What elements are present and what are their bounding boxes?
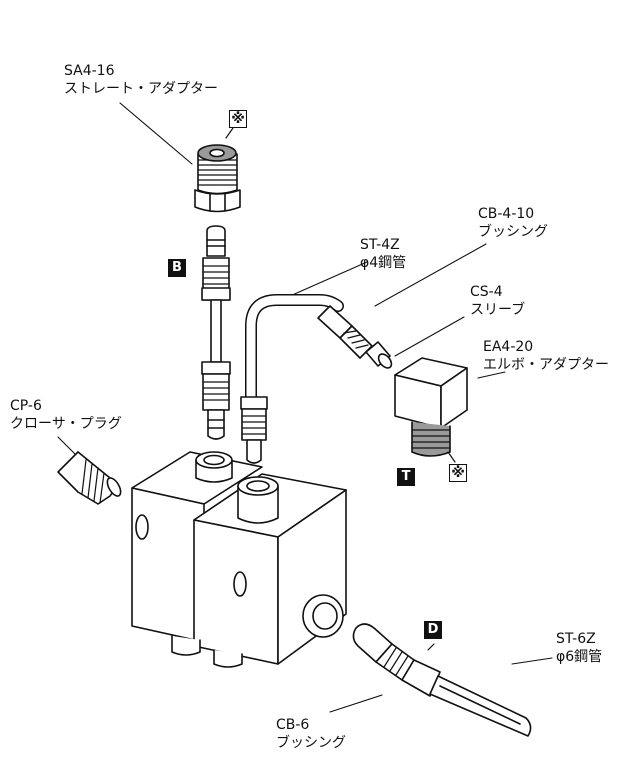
bent-tube-st-4z — [240, 294, 373, 464]
label-cb-6: CB-6 ブッシング — [276, 716, 346, 752]
label-cs-4: CS-4 スリーブ — [470, 283, 525, 319]
part-name: ブッシング — [478, 224, 548, 240]
marker-d-badge: D — [424, 621, 442, 639]
elbow-adapter-ea4-20 — [394, 357, 468, 457]
note-mark-top: ※ — [229, 110, 247, 128]
note-mark-elbow: ※ — [449, 464, 467, 482]
straight-adapter-sa4-16 — [194, 144, 241, 213]
part-code: SA4-16 — [64, 63, 115, 79]
vertical-tube-fitting — [201, 225, 231, 440]
part-name: クローサ・プラグ — [10, 416, 122, 432]
part-code: EA4-20 — [483, 339, 534, 355]
label-st-4z: ST-4Z φ4鋼管 — [360, 236, 406, 272]
sleeve-cs-4 — [365, 341, 393, 369]
part-name: ストレート・アダプター — [64, 81, 218, 97]
leader-lines — [57, 102, 553, 713]
label-cp-6: CP-6 クローサ・プラグ — [10, 397, 122, 433]
note-pointers — [225, 127, 456, 651]
part-code: ST-6Z — [556, 631, 596, 647]
manifold-block — [131, 451, 347, 668]
part-name: φ6鋼管 — [556, 649, 603, 665]
part-code: CS-4 — [470, 284, 503, 300]
closure-plug-cp-6 — [57, 451, 122, 505]
part-code: ST-4Z — [360, 237, 400, 253]
part-name: スリーブ — [470, 302, 526, 318]
marker-t-badge: T — [397, 468, 415, 486]
bushing-cb-6 — [352, 623, 441, 697]
part-code: CP-6 — [10, 398, 42, 414]
label-sa4-16: SA4-16 ストレート・アダプター — [64, 62, 218, 98]
marker-b-badge: B — [168, 259, 186, 277]
part-name: ブッシング — [276, 735, 346, 751]
part-name: φ4鋼管 — [360, 255, 407, 271]
label-cb-4-10: CB-4-10 ブッシング — [478, 205, 548, 241]
part-code: CB-6 — [276, 717, 310, 733]
label-ea4-20: EA4-20 エルボ・アダプター — [483, 338, 609, 374]
label-st-6z: ST-6Z φ6鋼管 — [556, 630, 602, 666]
part-name: エルボ・アダプター — [483, 357, 609, 373]
tube-st-6z — [429, 675, 532, 737]
part-code: CB-4-10 — [478, 206, 535, 222]
